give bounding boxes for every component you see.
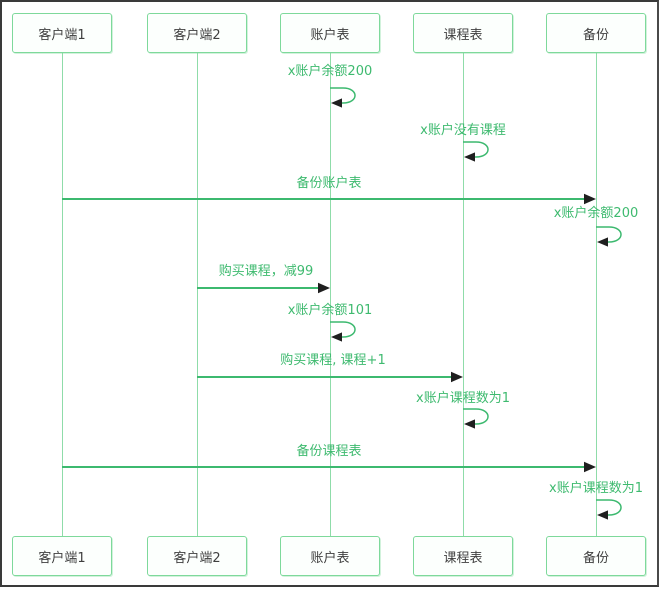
message-label: 备份账户表 (296, 176, 362, 191)
self-message-label: x账户课程数为1 (416, 391, 510, 406)
message-label: 购买课程, 课程+1 (280, 353, 386, 368)
actor-box-client2-bottom: 客户端2 (147, 536, 247, 576)
lifeline-backup (596, 53, 597, 536)
actor-box-client1-top: 客户端1 (12, 13, 112, 53)
lifeline-course-table (463, 53, 464, 536)
actor-box-backup-bottom: 备份 (546, 536, 646, 576)
actor-box-backup-top: 备份 (546, 13, 646, 53)
actor-box-course-bottom: 课程表 (413, 536, 513, 576)
actor-box-course-top: 课程表 (413, 13, 513, 53)
lifeline-client2 (197, 53, 198, 536)
self-message-label: x账户课程数为1 (549, 481, 643, 496)
self-message-label: x账户没有课程 (420, 123, 506, 138)
self-message-label: x账户余额200 (553, 206, 639, 221)
actor-box-client1-bottom: 客户端1 (12, 536, 112, 576)
self-message-label: x账户余额200 (287, 64, 373, 79)
lifeline-account-table (330, 53, 331, 536)
actor-box-account-top: 账户表 (280, 13, 380, 53)
message-label: 备份课程表 (296, 444, 362, 459)
lifeline-client1 (62, 53, 63, 536)
self-message-label: x账户余额101 (287, 303, 373, 318)
actor-box-client2-top: 客户端2 (147, 13, 247, 53)
message-label: 购买课程，减99 (218, 264, 314, 279)
actor-box-account-bottom: 账户表 (280, 536, 380, 576)
